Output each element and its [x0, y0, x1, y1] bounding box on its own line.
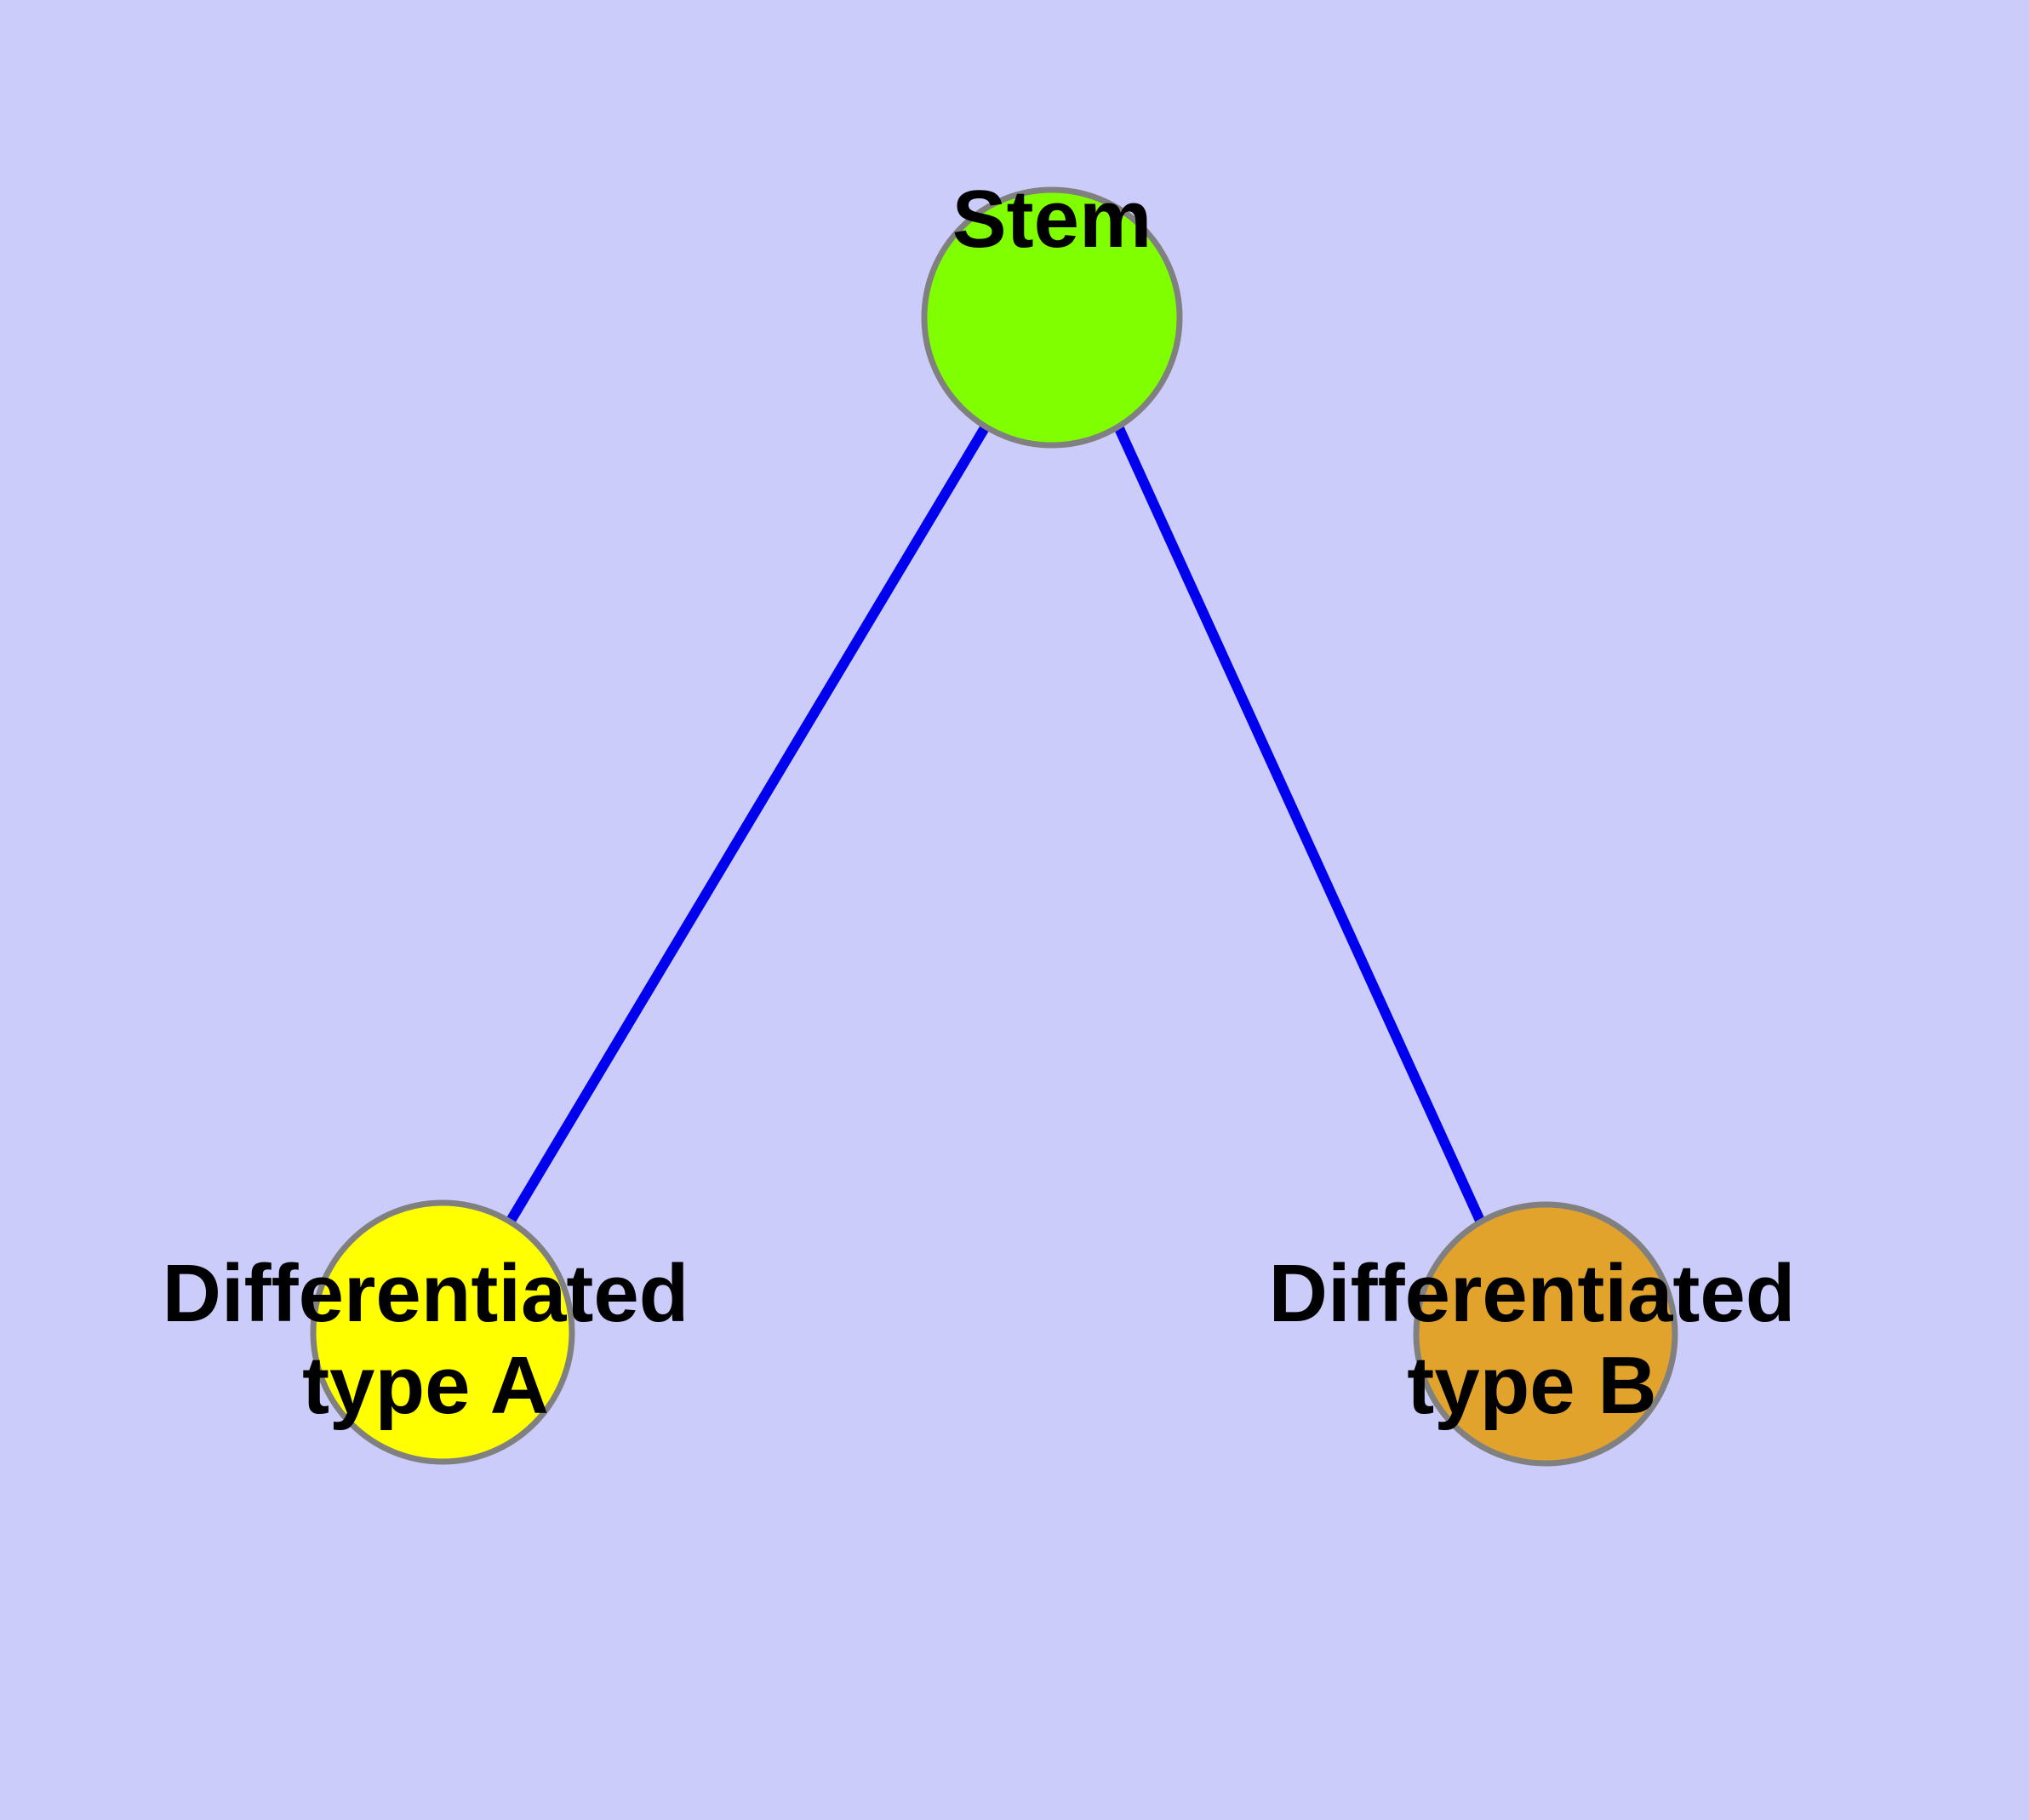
- node-label-line: Stem: [952, 174, 1152, 265]
- edge-stem-to-differentiated-type-a[interactable]: [506, 423, 991, 1224]
- node-label-line: Differentiated: [1269, 1248, 1796, 1339]
- node-stem[interactable]: [921, 186, 1183, 449]
- node-differentiated-type-a[interactable]: [310, 1199, 575, 1465]
- edge-stem-to-differentiated-type-b[interactable]: [1113, 424, 1486, 1225]
- node-label-line: Differentiated: [163, 1248, 689, 1339]
- node-label-line: type A: [302, 1340, 549, 1431]
- node-differentiated-type-b[interactable]: [1413, 1201, 1678, 1467]
- node-label-line: type B: [1407, 1340, 1656, 1431]
- node-label-stem: Stem: [952, 174, 1152, 265]
